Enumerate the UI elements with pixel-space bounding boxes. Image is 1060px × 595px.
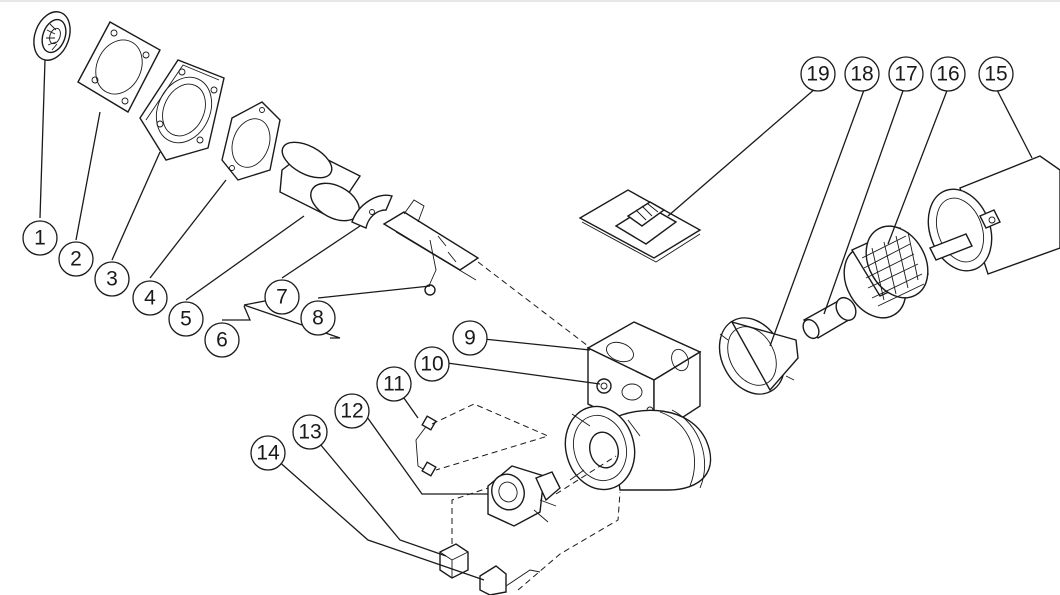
part-13-solenoid bbox=[439, 543, 469, 579]
callout-label: 1 bbox=[34, 227, 46, 250]
part-19-control-board bbox=[578, 189, 702, 263]
leader-lines bbox=[39, 59, 1033, 581]
part-16-fan-wheel bbox=[843, 225, 930, 319]
part-3-flange bbox=[139, 59, 225, 161]
callout-5: 5 bbox=[168, 301, 204, 337]
assembly-lines bbox=[431, 261, 621, 591]
callout-8: 8 bbox=[300, 300, 336, 336]
callout-label: 10 bbox=[420, 353, 443, 376]
callout-label: 5 bbox=[180, 308, 192, 331]
callout-label: 14 bbox=[256, 442, 280, 465]
part-17-coupling bbox=[802, 296, 857, 340]
callout-label: 3 bbox=[106, 268, 118, 291]
part-11-cable bbox=[415, 415, 437, 477]
callout-7: 7 bbox=[264, 279, 300, 315]
callout-label: 6 bbox=[216, 329, 228, 352]
callout-label: 12 bbox=[340, 400, 363, 423]
part-4-ring-gasket bbox=[221, 101, 281, 181]
callout-1: 1 bbox=[22, 220, 58, 256]
callout-2: 2 bbox=[58, 241, 94, 277]
callout-label: 13 bbox=[298, 421, 321, 444]
callout-15: 15 bbox=[978, 56, 1014, 92]
callout-10: 10 bbox=[414, 346, 450, 382]
part-15-motor bbox=[927, 155, 1060, 275]
callout-label: 2 bbox=[70, 248, 82, 271]
callout-label: 11 bbox=[383, 373, 405, 396]
callout-label: 8 bbox=[312, 307, 324, 330]
callout-label: 7 bbox=[276, 286, 288, 309]
callout-12: 12 bbox=[334, 393, 370, 429]
part-18-cone bbox=[718, 317, 799, 395]
callout-label: 9 bbox=[464, 327, 476, 350]
part-12-pump bbox=[487, 465, 561, 527]
part-1-air-disc bbox=[33, 11, 71, 61]
callout-14: 14 bbox=[250, 435, 286, 471]
callout-label: 19 bbox=[806, 63, 829, 86]
part-2-gasket bbox=[77, 21, 161, 113]
callout-label: 15 bbox=[984, 63, 1007, 86]
callout-6: 6 bbox=[204, 322, 240, 358]
callout-17: 17 bbox=[888, 56, 924, 92]
callout-11: 11 bbox=[376, 366, 412, 402]
callout-label: 16 bbox=[936, 63, 959, 86]
callout-label: 17 bbox=[894, 63, 917, 86]
part-14-connector bbox=[479, 565, 541, 595]
part-8-electrode-assembly bbox=[382, 199, 480, 296]
callout-label: 4 bbox=[144, 287, 156, 310]
callout-19: 19 bbox=[800, 56, 836, 92]
callout-13: 13 bbox=[292, 414, 328, 450]
callout-label: 18 bbox=[850, 63, 873, 86]
part-10-connector bbox=[596, 378, 612, 394]
part-5-blast-tube bbox=[279, 141, 362, 222]
callout-3: 3 bbox=[94, 261, 130, 297]
part-7-baffle bbox=[351, 194, 393, 229]
callout-16: 16 bbox=[930, 56, 966, 92]
callout-18: 18 bbox=[844, 56, 880, 92]
callout-4: 4 bbox=[132, 280, 168, 316]
callout-9: 9 bbox=[452, 320, 488, 356]
